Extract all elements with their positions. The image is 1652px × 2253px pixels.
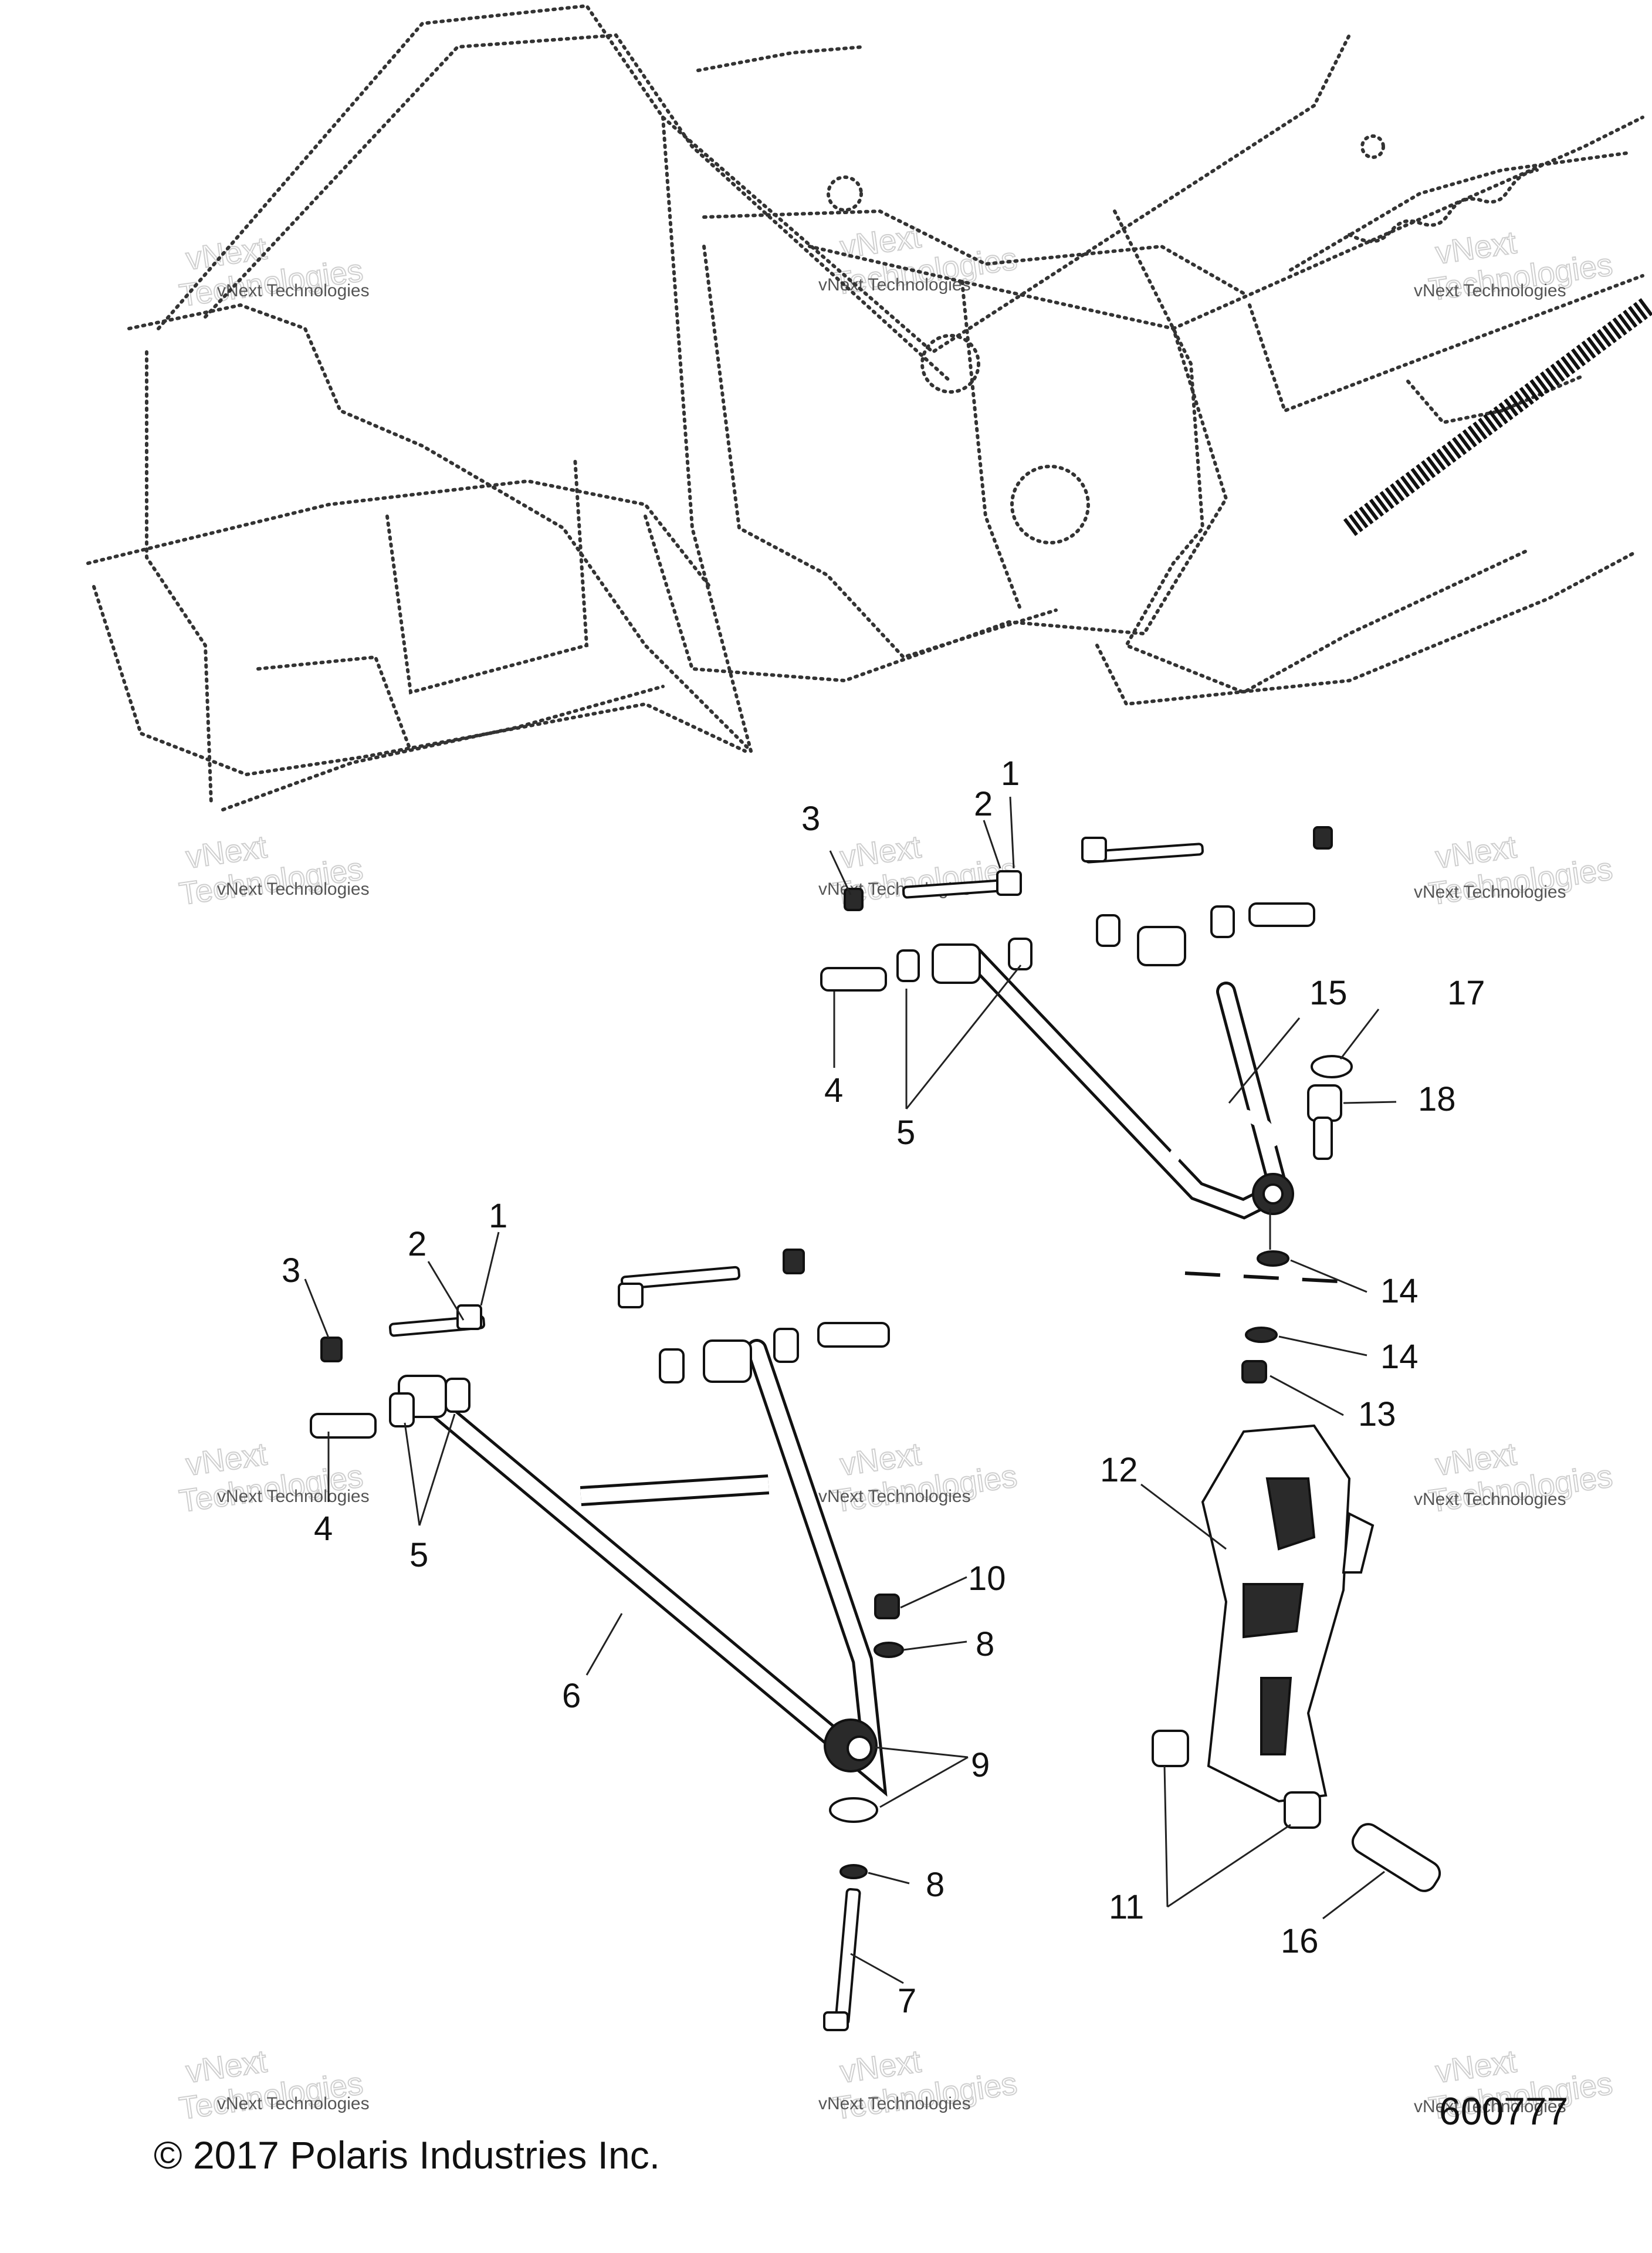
spring-element: [1343, 297, 1652, 536]
callout-8: 8: [976, 1625, 994, 1663]
bolt-head: [1081, 837, 1107, 862]
retaining-ring: [829, 1797, 878, 1823]
callout-13: 13: [1358, 1395, 1396, 1433]
nut: [320, 1337, 343, 1362]
callout-16: 16: [1281, 1922, 1319, 1960]
watermark-small: vNext Technologies: [217, 2094, 370, 2113]
spindle-pin: [1351, 1823, 1441, 1892]
callouts: 1 2 3 4 5 15 17 18 14 14 13 1 2 3 4 5 12…: [282, 755, 1485, 2020]
retaining-ring: [1311, 1055, 1353, 1078]
callout-4: 4: [824, 1071, 843, 1109]
nut: [1313, 826, 1333, 850]
leader-lines: [304, 796, 1397, 1984]
upper-control-arm-assembly: [820, 826, 1353, 1383]
callout-2: 2: [974, 785, 993, 823]
bushing: [445, 1378, 470, 1413]
callout-7: 7: [898, 1982, 916, 2020]
nut: [783, 1249, 805, 1274]
washer: [839, 1864, 868, 1879]
watermark-small: vNext Technologies: [818, 2094, 971, 2113]
bushing: [773, 1328, 799, 1363]
nut: [1241, 1360, 1267, 1383]
watermark-small: vNext Technologies: [1414, 1490, 1566, 1509]
spindle-bushing: [1152, 1730, 1189, 1767]
pivot-tube: [820, 967, 887, 992]
callout-17: 17: [1447, 974, 1485, 1012]
callout-6: 6: [562, 1677, 581, 1715]
callout-1: 1: [489, 1197, 507, 1235]
callout-18: 18: [1418, 1080, 1456, 1118]
callout-8: 8: [926, 1866, 945, 1904]
bolt-head: [456, 1304, 482, 1330]
bolt-head: [996, 870, 1022, 896]
watermark-small: vNext Technologies: [818, 1487, 971, 1506]
pivot-tube: [817, 1322, 890, 1348]
bushing: [1210, 905, 1235, 938]
watermark-small: vNext Technologies: [1414, 281, 1566, 300]
bushing: [1096, 914, 1120, 947]
bushing: [389, 1392, 415, 1427]
nut: [844, 888, 864, 911]
callout-9: 9: [971, 1746, 990, 1784]
watermark-small: vNext Technologies: [217, 281, 370, 300]
callout-10: 10: [968, 1559, 1006, 1598]
bushing: [659, 1348, 685, 1383]
ball-joint-stud: [1307, 1084, 1342, 1122]
lower-control-arm-assembly: [310, 1249, 904, 2031]
watermark-small: vNext Technologies: [217, 1487, 370, 1506]
pivot-tube: [310, 1413, 377, 1439]
callout-15: 15: [1309, 974, 1348, 1012]
washer: [1245, 1327, 1278, 1343]
spindle-assembly: [1152, 1424, 1441, 1892]
nut: [874, 1594, 900, 1619]
watermark-small: vNext Technologies: [1414, 2097, 1566, 2116]
callout-5: 5: [409, 1536, 428, 1574]
callout-12: 12: [1100, 1451, 1138, 1489]
washer: [1257, 1250, 1289, 1267]
callout-11: 11: [1109, 1888, 1144, 1926]
bushing: [1008, 938, 1032, 970]
callout-2: 2: [408, 1225, 426, 1263]
callout-14: 14: [1380, 1338, 1419, 1376]
washer: [874, 1642, 904, 1658]
bushing-sleeve: [932, 943, 981, 984]
watermark-small: vNext Technologies: [1414, 882, 1566, 902]
bushing-sleeve: [703, 1339, 752, 1383]
bolt-head: [618, 1283, 644, 1308]
spindle-bushing: [1284, 1791, 1321, 1829]
callout-3: 3: [801, 800, 820, 838]
lower-arm-tube: [409, 1342, 884, 1790]
callout-1: 1: [1001, 755, 1020, 793]
callout-3: 3: [282, 1251, 300, 1290]
bushing: [896, 949, 920, 982]
copyright-notice: © 2017 Polaris Industries Inc.: [154, 2133, 661, 2177]
bolt-head: [823, 2011, 849, 2031]
callout-5: 5: [896, 1114, 915, 1152]
callout-14: 14: [1380, 1272, 1419, 1310]
pivot-tube: [1248, 902, 1315, 927]
bushing-sleeve: [1137, 926, 1186, 966]
figure-number: 600777: [1439, 2089, 1569, 2133]
callout-4: 4: [314, 1510, 333, 1548]
chassis-frame-illustration: [86, 4, 1652, 811]
watermark-small: vNext Technologies: [217, 879, 370, 899]
